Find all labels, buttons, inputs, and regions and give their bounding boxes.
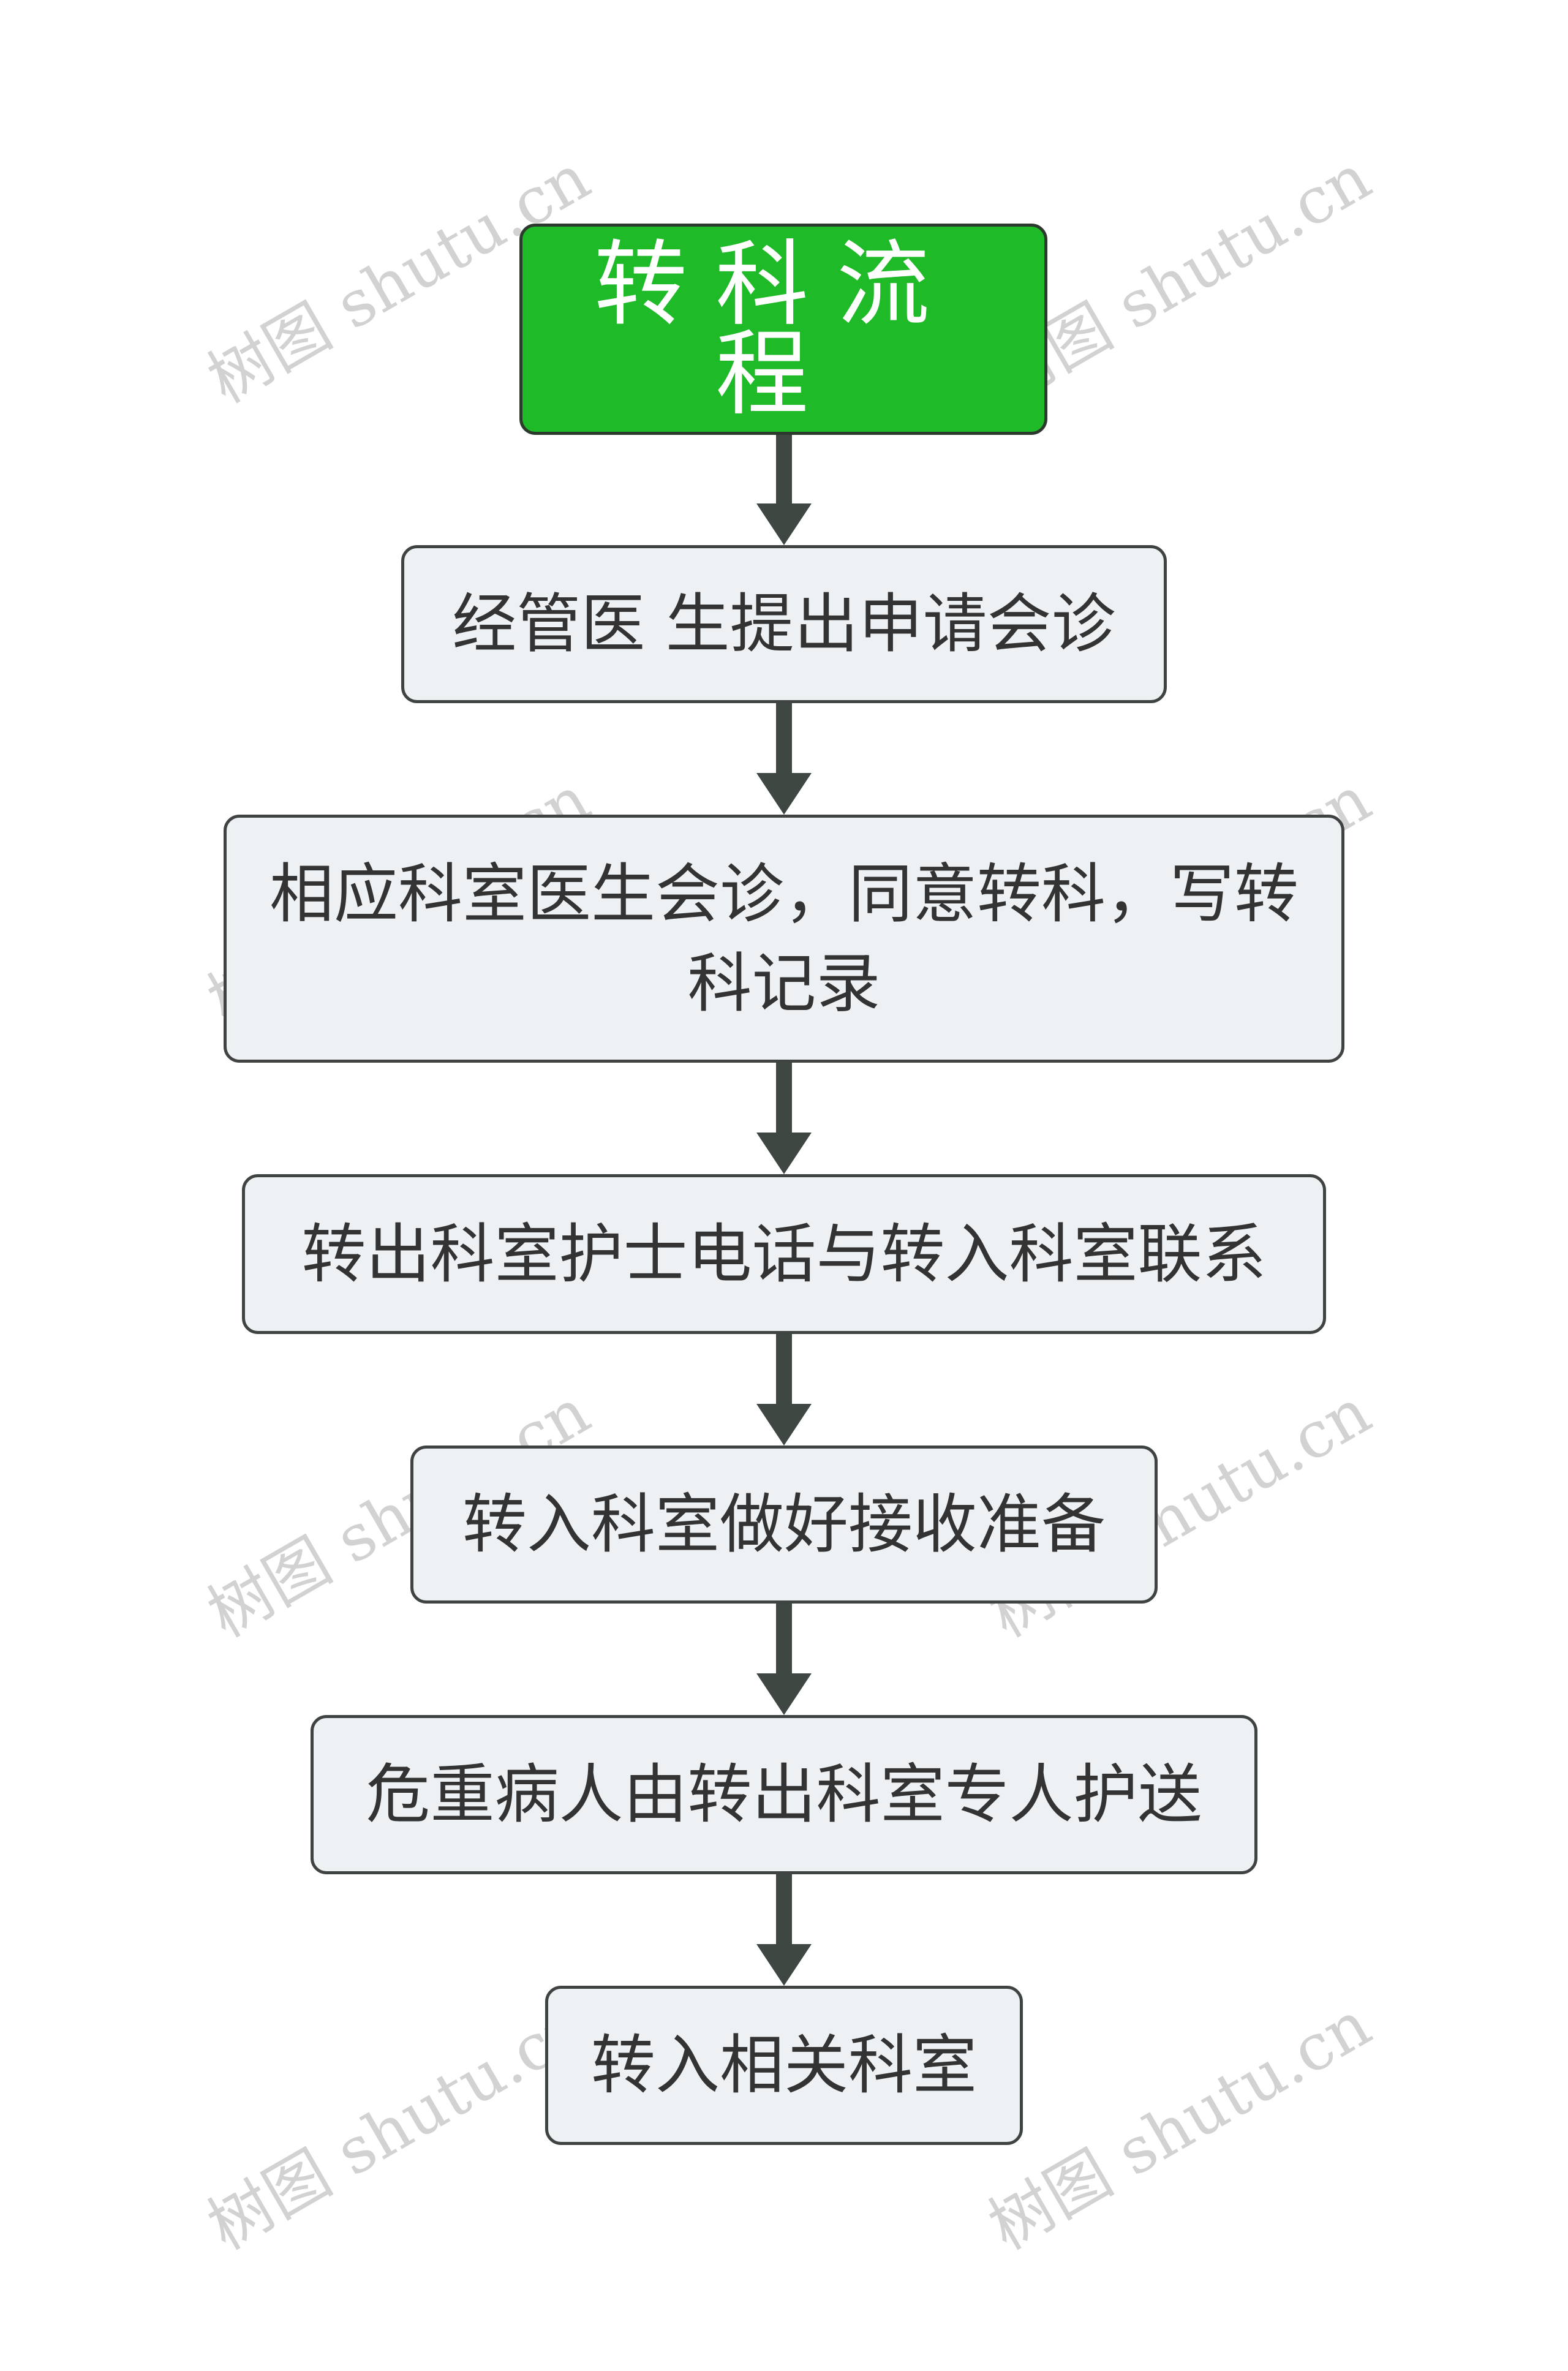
flow-step-6: 转入相关科室	[545, 1986, 1023, 2145]
arrow-step-3-to-step-4	[756, 1334, 812, 1446]
arrow-step-5-to-step-6	[756, 1874, 812, 1986]
arrow-root-to-step-1	[756, 435, 812, 545]
flow-step-5: 危重病人由转出科室专人护送	[311, 1715, 1257, 1874]
flow-step-1: 经管医 生提出申请会诊	[401, 545, 1167, 703]
arrow-step-2-to-step-3	[756, 1063, 812, 1174]
arrow-step-1-to-step-2	[756, 703, 812, 815]
flow-step-3: 转出科室护士电话与转入科室联系	[242, 1174, 1326, 1334]
flow-step-4: 转入科室做好接收准备	[410, 1446, 1158, 1604]
flow-step-2: 相应科室医生会诊，同意转科，写转科记录	[224, 815, 1344, 1063]
arrow-step-4-to-step-5	[756, 1604, 812, 1715]
flow-title-node: 转科流程	[519, 224, 1047, 435]
